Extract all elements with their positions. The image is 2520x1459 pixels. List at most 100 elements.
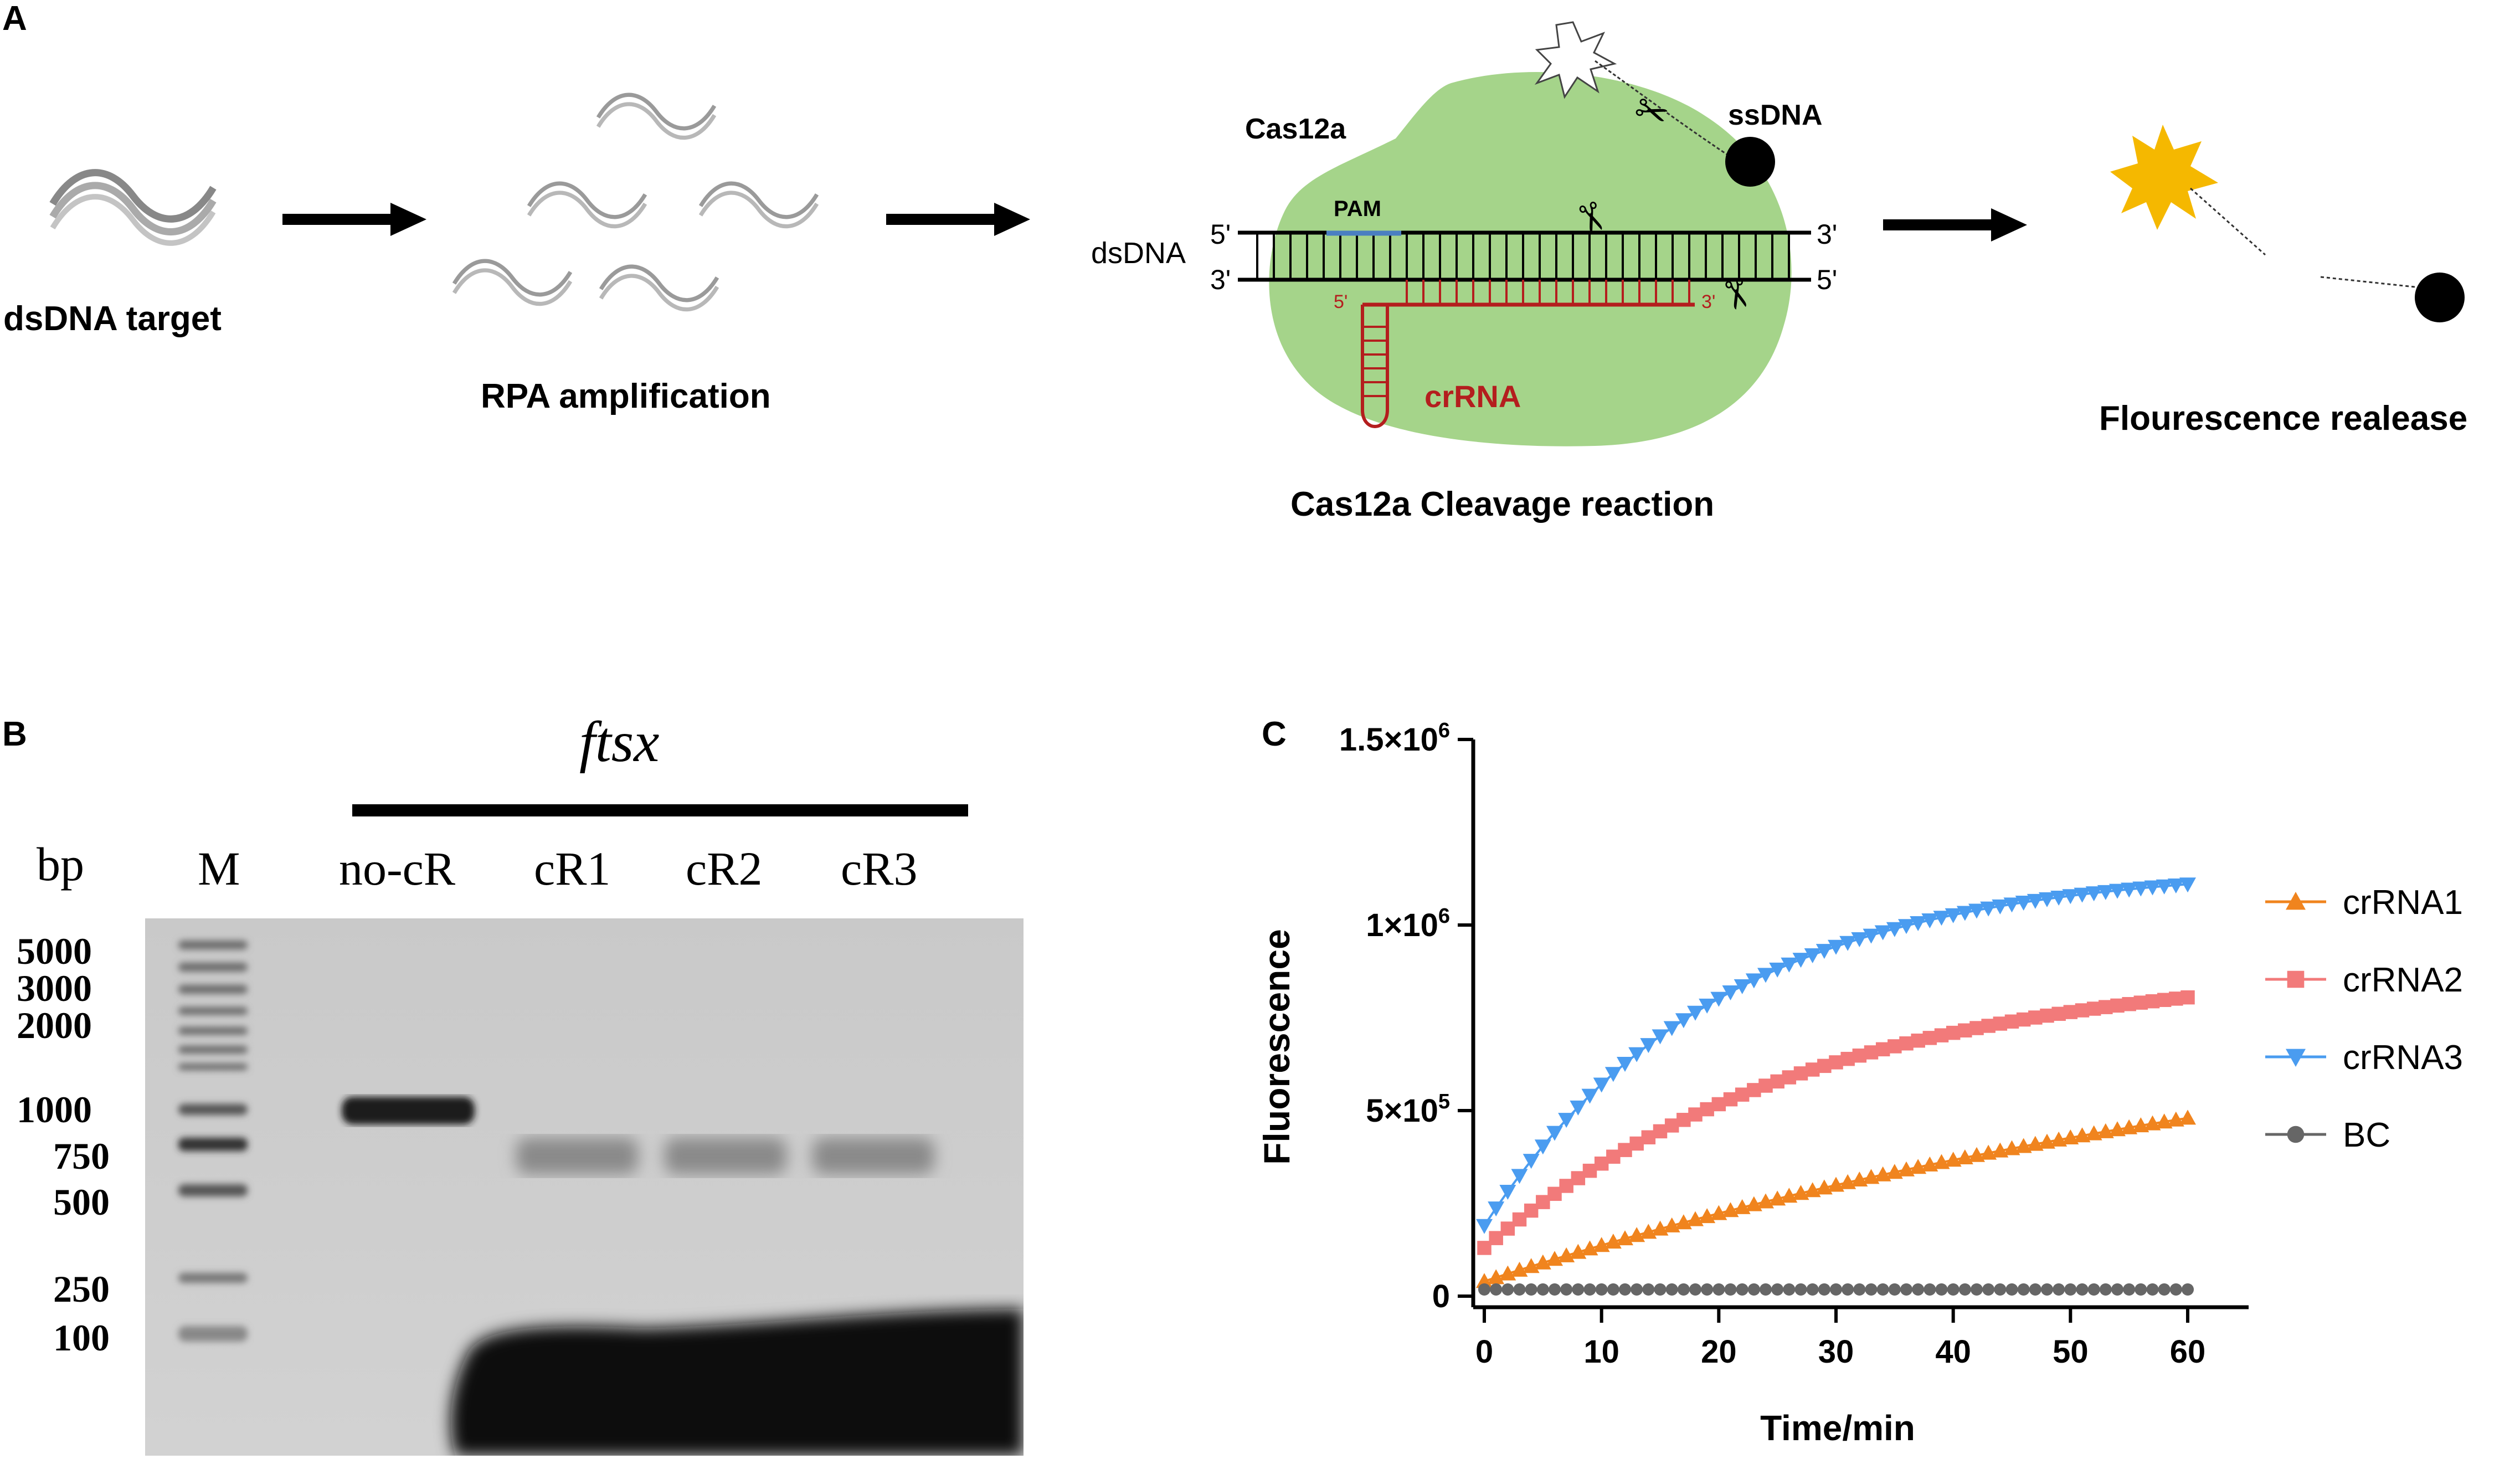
data-point-bc — [2005, 1283, 2018, 1296]
data-point-crrna3 — [1886, 922, 1903, 937]
series-line-crrna2 — [1483, 996, 2188, 1249]
data-point-crrna2 — [2180, 990, 2195, 1005]
data-point-crrna1 — [2050, 1131, 2068, 1147]
data-point-bc — [1947, 1283, 1960, 1296]
data-point-crrna3 — [1898, 919, 1915, 934]
data-point-crrna1 — [2144, 1115, 2161, 1131]
data-point-crrna3 — [1769, 962, 1786, 978]
data-point-bc — [1607, 1283, 1619, 1296]
data-point-crrna1 — [2109, 1121, 2126, 1137]
data-point-crrna3 — [1570, 1100, 1587, 1116]
data-point-crrna1 — [2039, 1133, 2055, 1149]
data-point-bc — [1490, 1283, 1503, 1296]
data-point-bc — [2087, 1283, 2100, 1296]
dsdna-target-icon — [49, 169, 217, 246]
data-point-crrna3 — [1593, 1077, 1610, 1093]
bottom-strand-5prime: 5' — [1817, 264, 1837, 295]
x-tick-label: 40 — [1935, 1334, 1971, 1370]
x-tick-label: 60 — [2170, 1334, 2206, 1370]
data-point-crrna3 — [1687, 1005, 1704, 1021]
legend-marker-crrna2 — [2287, 970, 2305, 988]
step-label-release: Flourescence realease — [2099, 399, 2468, 438]
data-point-crrna1 — [1933, 1154, 1950, 1169]
cas12a-protein-shape — [1269, 72, 1792, 446]
data-point-crrna3 — [2039, 892, 2055, 907]
crrna-5prime: 5' — [1334, 291, 1348, 312]
data-point-bc — [2111, 1283, 2124, 1296]
data-point-bc — [1536, 1283, 1549, 1296]
lane-label-no-cr: no-cR — [339, 842, 456, 895]
data-point-crrna1 — [1992, 1142, 2009, 1158]
data-point-crrna3 — [1710, 991, 1727, 1007]
ladder-750: 750 — [53, 1135, 110, 1177]
data-point-crrna3 — [1628, 1047, 1645, 1062]
y-tick-label: 0 — [1432, 1278, 1450, 1314]
data-point-bc — [1900, 1283, 1913, 1296]
cleaved-bands — [516, 1138, 934, 1174]
data-point-crrna3 — [2179, 877, 2196, 893]
data-point-crrna1 — [1968, 1147, 1985, 1162]
data-point-crrna3 — [1863, 928, 1880, 944]
y-tick-label: 5×105 — [1366, 1090, 1450, 1129]
data-point-bc — [1701, 1283, 1714, 1296]
ladder-250: 250 — [53, 1268, 110, 1310]
y-axis-title: Fluorescence — [1257, 929, 1297, 1165]
lane-label-cr1: cR1 — [534, 842, 611, 895]
data-point-bc — [2064, 1283, 2077, 1296]
data-point-crrna3 — [1781, 957, 1798, 973]
series-line-crrna1 — [1484, 1117, 2188, 1283]
data-point-bc — [1842, 1283, 1854, 1296]
data-point-crrna3 — [1921, 913, 1938, 929]
step-label-rpa: RPA amplification — [481, 377, 771, 415]
x-tick-label: 50 — [2053, 1334, 2089, 1370]
x-tick-label: 20 — [1701, 1334, 1737, 1370]
data-point-bc — [1759, 1283, 1772, 1296]
ladder-100: 100 — [53, 1317, 110, 1359]
lane-label-m: M — [198, 842, 240, 895]
lane-label-cr3: cR3 — [841, 842, 918, 895]
data-point-crrna3 — [1839, 936, 1856, 951]
pam-label: PAM — [1334, 197, 1381, 221]
data-point-crrna3 — [2003, 897, 2020, 913]
data-point-crrna1 — [1956, 1149, 1973, 1164]
gene-name: ftsx — [579, 710, 660, 774]
legend-marker-crrna1 — [2286, 892, 2306, 910]
legend-label-crrna1: crRNA1 — [2343, 883, 2463, 922]
released-fluorophore-icon — [2110, 125, 2218, 230]
data-point-crrna3 — [1851, 932, 1868, 947]
data-point-bc — [1771, 1283, 1784, 1296]
quenched-fluorophore-icon — [1534, 21, 1617, 99]
gel-image — [145, 918, 1024, 1456]
data-point-bc — [1876, 1283, 1889, 1296]
data-point-bc — [1712, 1283, 1725, 1296]
ladder-1000: 1000 — [17, 1088, 92, 1131]
data-point-crrna1 — [1921, 1156, 1938, 1172]
data-point-bc — [1958, 1283, 1971, 1296]
data-point-bc — [1724, 1283, 1737, 1296]
rpa-amplicons-icon — [454, 95, 817, 309]
data-point-bc — [1525, 1283, 1537, 1296]
data-point-crrna1 — [1488, 1269, 1505, 1285]
data-point-crrna3 — [1874, 925, 1891, 941]
data-point-crrna3 — [1663, 1021, 1680, 1036]
data-point-crrna3 — [1476, 1219, 1493, 1234]
data-point-bc — [2017, 1283, 2030, 1296]
data-point-bc — [2123, 1283, 2136, 1296]
data-point-crrna3 — [1652, 1029, 1669, 1045]
ssdna-label: ssDNA — [1728, 99, 1823, 131]
data-point-crrna3 — [1499, 1184, 1516, 1200]
data-point-crrna3 — [1828, 939, 1844, 955]
x-tick-label: 30 — [1818, 1334, 1854, 1370]
data-point-crrna3 — [2050, 890, 2068, 906]
crrna-3prime: 3' — [1701, 291, 1715, 312]
data-point-crrna1 — [2074, 1127, 2091, 1143]
data-point-crrna3 — [1546, 1126, 1563, 1141]
data-point-crrna3 — [2027, 893, 2044, 909]
data-point-bc — [1548, 1283, 1561, 1296]
data-point-crrna3 — [1980, 901, 1997, 917]
data-point-crrna1 — [2097, 1123, 2114, 1138]
x-tick-label: 0 — [1475, 1334, 1493, 1370]
gene-bracket-line — [352, 804, 968, 816]
data-point-bc — [1583, 1283, 1596, 1296]
data-point-crrna3 — [1745, 973, 1762, 989]
